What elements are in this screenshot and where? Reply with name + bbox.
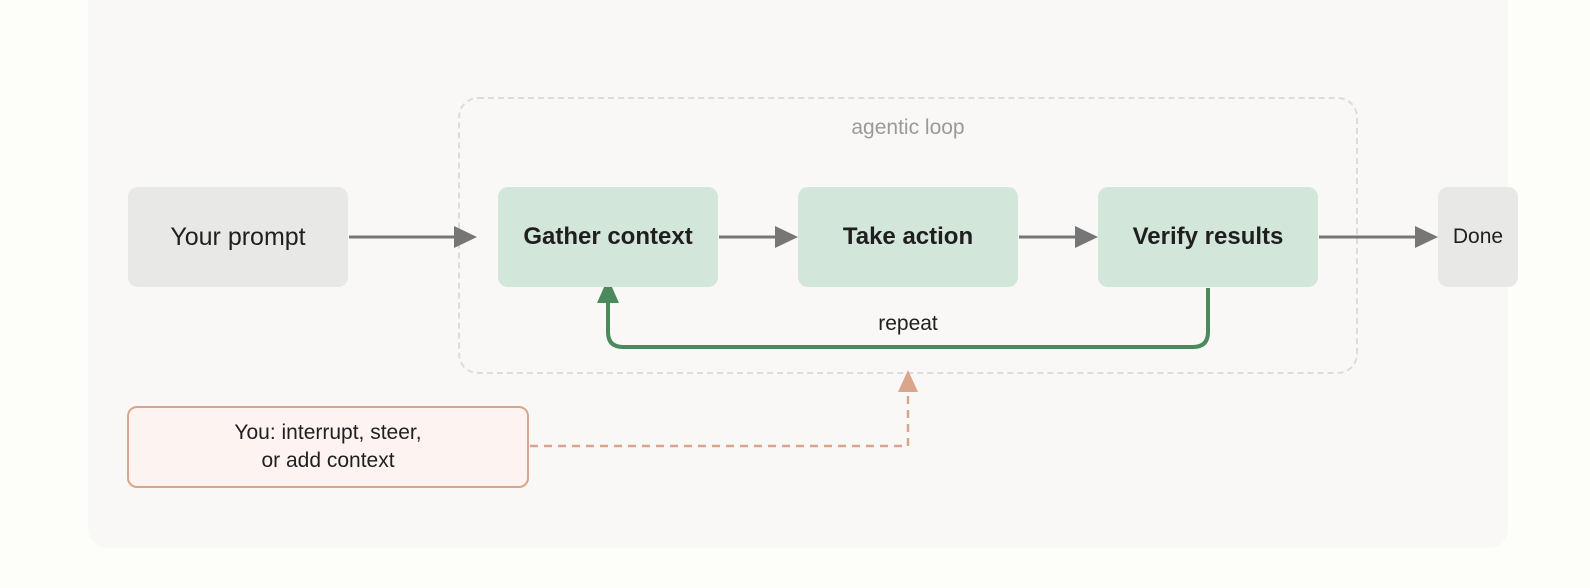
done-node: Done [1438,187,1518,287]
gather-context-node: Gather context [498,187,718,287]
user-steer-node: You: interrupt, steer, or add context [127,406,529,488]
your-prompt-node: Your prompt [128,187,348,287]
agentic-loop-label: agentic loop [851,116,965,139]
user-steer-line-1: You: interrupt, steer, [234,421,422,444]
user-steer-line-2: or add context [261,449,395,472]
verify-results-node: Verify results [1098,187,1318,287]
done-label: Done [1452,225,1504,248]
gather-context-label: Gather context [523,223,693,250]
take-action-node: Take action [798,187,1018,287]
verify-results-label: Verify results [1132,223,1284,250]
take-action-label: Take action [842,223,974,250]
repeat-label: repeat [878,312,938,335]
your-prompt-label: Your prompt [170,222,306,251]
